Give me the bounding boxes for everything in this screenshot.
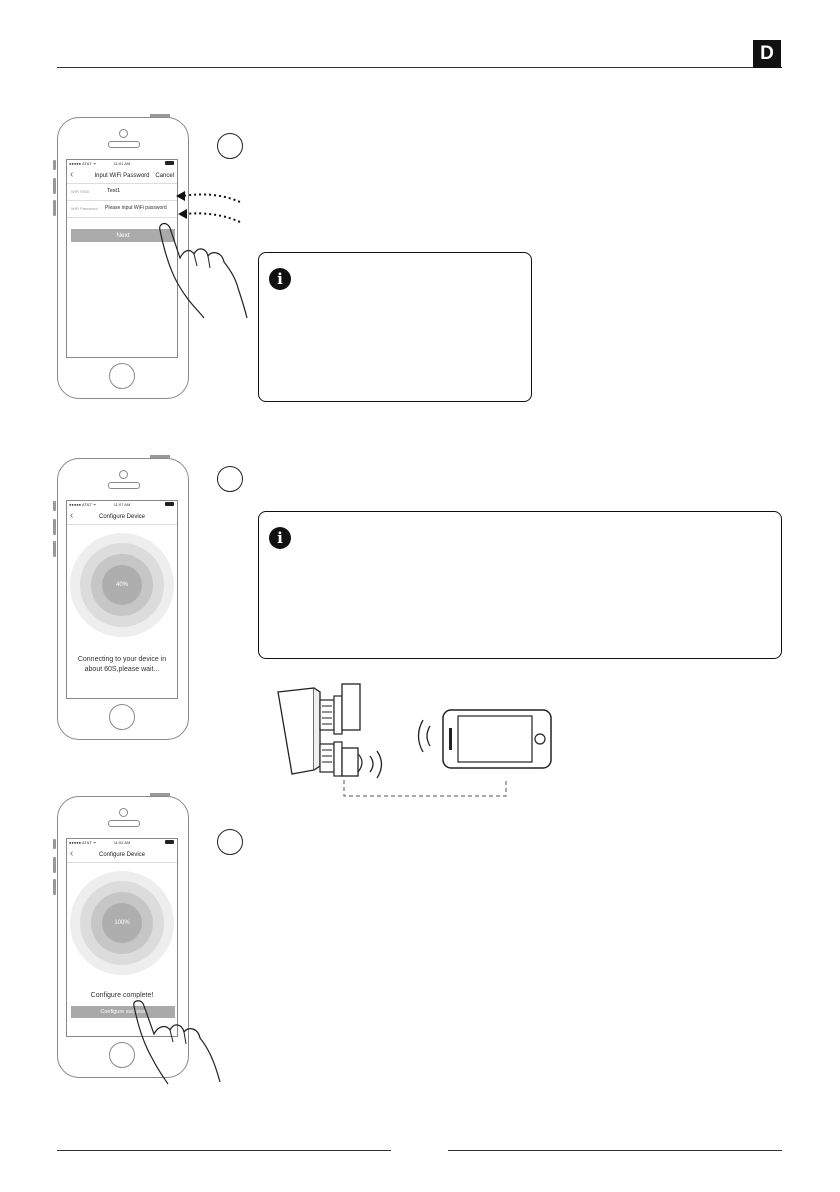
side-button [53, 541, 56, 557]
status-time: 11:01 AM [113, 161, 131, 166]
carrier-label: ●●●●● AT&T ᯤ [69, 161, 97, 166]
side-button [53, 200, 56, 216]
message-line: about 60S,please wait... [84, 666, 160, 673]
ssid-label: WiFi SSID [71, 189, 90, 194]
hand-illustration [133, 1000, 221, 1085]
power-button [150, 114, 170, 117]
info-box: i [258, 511, 782, 659]
camera-icon [119, 129, 128, 138]
status-time: 11:07 AM [113, 502, 131, 507]
screen-title: Input WiFi Password [94, 173, 150, 179]
password-field[interactable]: Please input WiFi password [105, 205, 167, 211]
configure-success-button[interactable]: Configure success [71, 1006, 175, 1018]
info-icon: i [269, 527, 291, 549]
hand-illustration [159, 222, 248, 319]
complete-message: Configure complete! [90, 992, 154, 999]
ssid-value: Test1 [107, 188, 121, 194]
side-button [53, 839, 56, 849]
back-icon[interactable]: ‹ [70, 848, 74, 859]
carrier-label: ●●●●● AT&T ᯤ [69, 502, 97, 507]
password-label: WiFi Password [71, 206, 98, 211]
side-button [53, 879, 56, 895]
side-button [53, 501, 56, 511]
progress-label: 40% [102, 565, 142, 605]
nav-bar: ‹ Configure Device [67, 510, 177, 525]
screen-title: Configure Device [98, 514, 146, 520]
side-button [53, 178, 56, 194]
message-line: Connecting to your device in [77, 656, 167, 663]
info-box: i [258, 252, 532, 402]
back-icon[interactable]: ‹ [70, 510, 74, 521]
side-button [53, 160, 56, 170]
header-rule [57, 67, 782, 68]
step-marker [217, 829, 243, 855]
cancel-button[interactable]: Cancel [155, 173, 174, 179]
speaker-grille [108, 482, 140, 489]
camera-icon [119, 808, 128, 817]
back-icon[interactable]: ‹ [70, 169, 74, 180]
progress-label: 100% [102, 903, 142, 943]
home-button[interactable] [109, 704, 135, 730]
phone-screen: ●●●●● AT&T ᯤ 11:07 AM ‹ Configure Device… [66, 500, 178, 699]
nav-bar: ‹ Input WiFi Password Cancel [67, 169, 177, 184]
battery-icon [165, 161, 174, 165]
info-icon: i [269, 268, 291, 290]
power-button [150, 793, 170, 796]
step-marker [217, 466, 243, 492]
side-button [53, 857, 56, 873]
language-badge: D [753, 40, 781, 68]
home-button[interactable] [109, 363, 135, 389]
camera-to-phone-illustration [277, 683, 552, 797]
battery-icon [165, 502, 174, 506]
step-marker [217, 133, 243, 159]
pointer-arrows [176, 191, 241, 223]
speaker-grille [108, 820, 140, 827]
next-button[interactable]: Next [71, 229, 175, 242]
phone-configure-progress: ●●●●● AT&T ᯤ 11:07 AM ‹ Configure Device… [53, 455, 189, 740]
password-row[interactable]: WiFi Password Please input WiFi password [67, 201, 177, 218]
status-time: 11:02 AM [113, 840, 131, 845]
nav-bar: ‹ Configure Device [67, 848, 177, 863]
battery-icon [165, 840, 174, 844]
footer-rule-left [57, 1150, 391, 1151]
footer-rule-right [448, 1150, 782, 1151]
progress-indicator: 100% [67, 871, 177, 975]
home-button[interactable] [109, 1042, 135, 1068]
progress-indicator: 40% [67, 533, 177, 637]
camera-icon [119, 470, 128, 479]
speaker-grille [108, 141, 140, 148]
carrier-label: ●●●●● AT&T ᯤ [69, 840, 97, 845]
status-bar: ●●●●● AT&T ᯤ 11:01 AM [67, 160, 177, 169]
status-bar: ●●●●● AT&T ᯤ 11:07 AM [67, 501, 177, 510]
status-bar: ●●●●● AT&T ᯤ 11:02 AM [67, 839, 177, 848]
progress-message: Connecting to your device in about 60S,p… [67, 655, 177, 675]
phone-screen: ●●●●● AT&T ᯤ 11:02 AM ‹ Configure Device… [66, 838, 178, 1037]
screen-title: Configure Device [98, 852, 146, 858]
phone-screen: ●●●●● AT&T ᯤ 11:01 AM ‹ Input WiFi Passw… [66, 159, 178, 358]
power-button [150, 455, 170, 458]
side-button [53, 519, 56, 535]
ssid-row[interactable]: WiFi SSID Test1 [67, 184, 177, 201]
phone-configure-complete: ●●●●● AT&T ᯤ 11:02 AM ‹ Configure Device… [53, 793, 189, 1078]
